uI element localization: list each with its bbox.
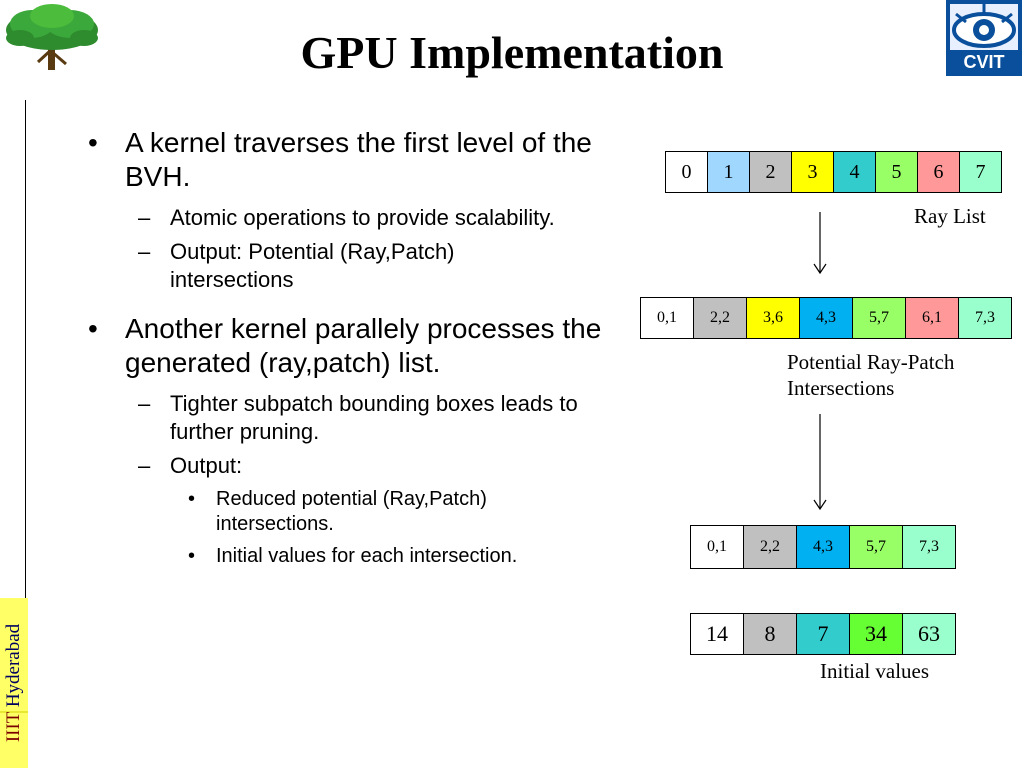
tree-logo — [6, 4, 98, 70]
down-arrow-icon — [813, 212, 827, 275]
bullet-list: A kernel traverses the first level of th… — [88, 126, 668, 569]
sidebar-label: IIIT Hyderabad — [3, 624, 25, 742]
initial-values-row: 14 8 7 34 63 — [690, 613, 956, 655]
ray-list-cell: 3 — [791, 152, 833, 192]
potential-row: 0,1 2,2 3,6 4,3 5,7 6,1 7,3 — [640, 297, 1012, 339]
potential-caption-line1: Potential Ray-Patch — [787, 350, 955, 374]
initial-values-caption: Initial values — [820, 659, 930, 683]
initial-value-cell: 8 — [743, 614, 796, 654]
reduced-cell: 4,3 — [796, 526, 849, 568]
reduced-cell: 2,2 — [743, 526, 796, 568]
ray-list-row: 0 1 2 3 4 5 6 7 — [665, 151, 1002, 193]
sub-sub-bullet-item: Reduced potential (Ray,Patch) intersecti… — [88, 487, 576, 537]
potential-cell: 6,1 — [905, 298, 958, 338]
sub-bullet-item: Output: Potential (Ray,Patch) intersecti… — [88, 238, 570, 294]
potential-cell: 2,2 — [693, 298, 746, 338]
potential-caption-line2: Intersections — [787, 376, 895, 400]
reduced-row: 0,1 2,2 4,3 5,7 7,3 — [690, 525, 956, 569]
potential-caption: Potential Ray-Patch Intersections — [787, 349, 954, 401]
left-rule — [25, 100, 26, 768]
ray-list-cell: 0 — [666, 152, 707, 192]
initial-value-cell: 34 — [849, 614, 902, 654]
page-title: GPU Implementation — [300, 27, 724, 78]
ray-list-cell: 7 — [959, 152, 1001, 192]
ray-list-cell: 4 — [833, 152, 875, 192]
initial-value-cell: 7 — [796, 614, 849, 654]
sub-sub-bullet-item: Initial values for each intersection. — [88, 544, 668, 569]
ray-list-caption: Ray List — [914, 204, 986, 228]
ray-list-cell: 5 — [875, 152, 917, 192]
ray-list-cell: 6 — [917, 152, 959, 192]
down-arrow-icon — [813, 414, 827, 511]
potential-cell: 0,1 — [641, 298, 693, 338]
cvit-logo: CVIT — [946, 0, 1022, 76]
sidebar-label-hyderabad: Hyderabad — [3, 623, 24, 708]
reduced-cell: 7,3 — [902, 526, 955, 568]
potential-cell: 7,3 — [958, 298, 1011, 338]
sub-bullet-item: Output: — [88, 452, 668, 480]
ray-list-cell: 1 — [707, 152, 749, 192]
potential-cell: 5,7 — [852, 298, 905, 338]
reduced-cell: 0,1 — [691, 526, 743, 568]
sidebar-label-iiit: IIIT — [3, 711, 24, 743]
cvit-logo-text: CVIT — [963, 52, 1004, 72]
potential-cell: 4,3 — [799, 298, 852, 338]
sidebar-band — [0, 598, 28, 768]
sub-bullet-item: Atomic operations to provide scalability… — [88, 204, 570, 232]
sub-bullet-item: Tighter subpatch bounding boxes leads to… — [88, 390, 590, 446]
reduced-cell: 5,7 — [849, 526, 902, 568]
bullet-item: Another kernel parallely processes the g… — [88, 312, 665, 380]
initial-value-cell: 14 — [691, 614, 743, 654]
initial-value-cell: 63 — [902, 614, 955, 654]
ray-list-cell: 2 — [749, 152, 791, 192]
potential-cell: 3,6 — [746, 298, 799, 338]
bullet-item: A kernel traverses the first level of th… — [88, 126, 645, 194]
